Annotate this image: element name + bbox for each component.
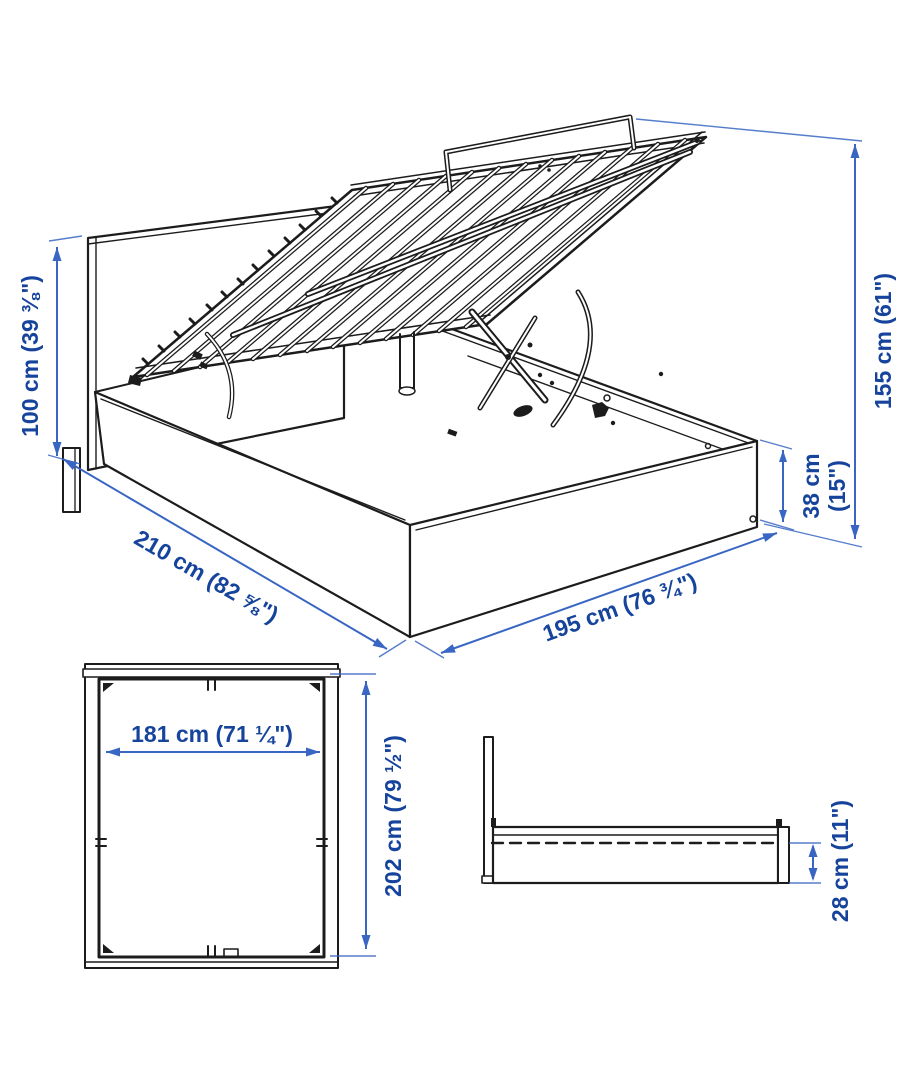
base-height-label-in: (15") — [824, 460, 850, 512]
base-height-label-cm: 38 cm — [798, 453, 824, 518]
support-leg — [398, 331, 416, 396]
box-hardware — [537, 371, 757, 523]
top-view: 181 cm (71 ¼") 202 cm (79 ½") — [82, 663, 406, 969]
headboard-leg — [62, 447, 81, 513]
dimension-mattress-length: 202 cm (79 ½") — [330, 673, 406, 957]
slatted-base — [131, 131, 708, 383]
side-view: 28 cm (11") — [481, 736, 853, 922]
dimension-storage-depth: 28 cm (11") — [789, 800, 853, 922]
storage-box — [93, 319, 759, 639]
mattress-length-label: 202 cm (79 ½") — [380, 735, 406, 897]
top-view-frame — [82, 663, 341, 969]
lift-mechanism — [128, 289, 593, 437]
lift-arc — [550, 289, 593, 428]
mattress-width-label: 181 cm (71 ¼") — [131, 721, 293, 747]
headboard-height-label: 100 cm (39 ⅜") — [17, 275, 43, 437]
storage-depth-label: 28 cm (11") — [827, 800, 853, 922]
corner-bracket — [309, 683, 320, 692]
corner-bracket — [309, 944, 320, 953]
corner-bracket — [103, 683, 114, 692]
slat-ends — [141, 196, 339, 366]
side-view-bed — [481, 736, 790, 885]
dimension-mattress-width: 181 cm (71 ¼") — [106, 721, 320, 757]
open-height-label: 155 cm (61") — [870, 273, 896, 409]
dimension-base-height: 38 cm (15") — [759, 439, 850, 531]
perspective-view: 100 cm (39 ⅜") 155 cm (61") 38 cm (15") — [17, 114, 896, 659]
corner-bracket — [103, 944, 114, 953]
dimension-headboard-height: 100 cm (39 ⅜") — [17, 235, 83, 465]
handle-bar — [443, 114, 637, 193]
dimension-open-height: 155 cm (61") — [635, 118, 896, 548]
